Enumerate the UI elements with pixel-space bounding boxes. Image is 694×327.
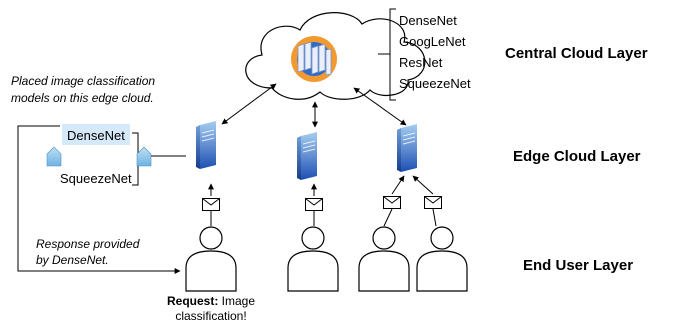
placement-note-line1: Placed image classification [11,74,155,88]
cloud-model-squeezenet: SqueezeNet [399,76,471,91]
edge-cloud-layer-label: Edge Cloud Layer [513,148,641,165]
cloud-model-googlenet: GoogLeNet [399,34,466,49]
response-path [17,125,181,274]
end-user-3 [358,226,410,292]
cloud-model-resnet: ResNet [399,55,443,70]
cloud-edge-link-3 [353,87,407,126]
edge-server-1 [196,121,217,169]
placement-note-line2: models on this edge cloud. [11,91,154,105]
selected-model-highlight [62,124,130,145]
central-cloud-layer-label: Central Cloud Layer [505,45,648,62]
edge-server-2 [297,132,318,180]
end-user-4 [416,226,468,292]
cloud-model-list: DenseNet GoogLeNet ResNet SqueezeNet [378,8,471,101]
central-cloud [245,12,426,100]
request-caption-bold: Request: [167,294,218,308]
edge-model-densenet: DenseNet [67,128,125,143]
end-user-layer-label: End User Layer [523,257,633,274]
cloud-edge-link-1 [221,83,277,125]
edge-model-box: DenseNet SqueezeNet [17,124,186,274]
edge-model-squeezenet: SqueezeNet [60,171,132,186]
edge-server-3 [397,124,418,172]
response-note-line2: by DenseNet. [36,253,109,267]
request-caption-line2: classification! [175,309,246,323]
envelope-icon [424,196,442,209]
envelope-icon [202,198,220,211]
request-caption-line1: Request: Image [167,294,255,308]
request-envelopes [202,175,442,227]
envelope-icon [305,198,323,211]
model-icon-right [136,146,152,167]
end-user-1 [185,226,237,292]
end-user-2 [287,226,339,292]
envelope-icon [383,196,401,209]
ml-framework-icon [291,36,337,82]
response-note-line1: Response provided [36,237,140,251]
model-icon-left [46,146,62,167]
cloud-model-densenet: DenseNet [399,13,457,28]
request-caption-rest: Image [218,294,255,308]
